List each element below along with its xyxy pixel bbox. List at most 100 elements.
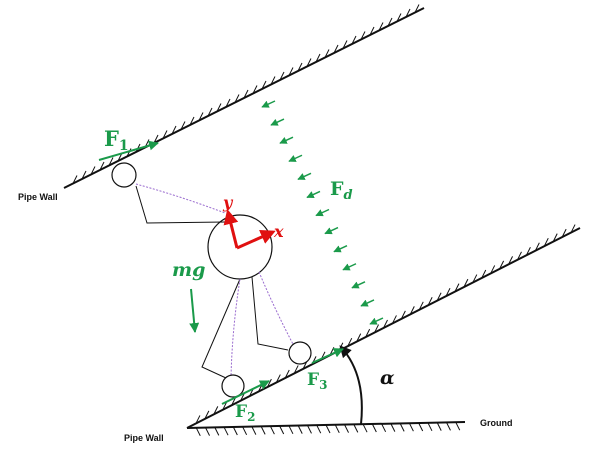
upper-wheel [111,162,137,188]
lower-right-arm [251,271,295,351]
upper-pipe-wall [63,4,425,189]
label-pipe-wall-upper: Pipe Wall [18,192,58,202]
hatch-mark [108,157,114,166]
hatch-mark [517,251,522,261]
hatch-mark [369,26,375,36]
drag-arrow [261,100,276,108]
hatch-mark [222,401,228,411]
hatch-mark [344,424,349,433]
drag-arrow [279,136,294,144]
hatch-mark [72,175,78,184]
hatch-mark [204,410,210,420]
label-pipe-wall-lower: Pipe Wall [124,433,164,443]
label-alpha: α [380,367,395,389]
hatch-mark [275,374,281,383]
hatch-mark [99,161,105,171]
hatch-mark [481,269,487,279]
hatch-mark [213,406,219,415]
ground-line [186,421,466,437]
hatch-mark [463,278,469,288]
hatch-mark [534,242,540,251]
y-axis-arrow [223,209,239,249]
hatch-mark [371,423,377,433]
drag-arrow [360,299,375,307]
hatch-mark [455,421,461,431]
hatch-mark [198,112,204,121]
hatch-mark [195,427,201,437]
hatch-mark [81,170,87,180]
hatch-mark [347,337,353,347]
hatch-mark [270,76,276,85]
hatch-mark [232,426,238,436]
hatch-mark [362,423,368,433]
hatch-mark [418,422,424,432]
hatch-mark [508,256,513,265]
drag-arrow [324,226,339,235]
hatch-mark [214,427,220,436]
hatch-mark [261,80,267,90]
hatch-mark [90,166,96,175]
hatch-mark [342,40,348,49]
hatch-mark [374,324,380,333]
force-f1-arrow [98,140,159,161]
drag-arrow [333,244,348,253]
drag-arrow [342,263,357,271]
hatch-mark [126,148,132,157]
hatch-mark [251,426,257,435]
hatch-mark [381,423,387,433]
hatch-mark [390,423,396,432]
hatch-mark [552,233,558,242]
hatch-mark [499,260,505,270]
hatch-mark [243,89,249,99]
hatch-mark [279,71,285,81]
hatch-mark [570,224,576,233]
hatch-mark [472,274,478,283]
hatch-mark [436,292,442,301]
hatch-mark [454,283,460,292]
hatch-mark [356,333,362,342]
hatch-mark [225,98,231,108]
hatch-mark [446,422,451,431]
label-mg: mg [172,259,205,281]
hatch-mark [436,422,442,431]
hatch-mark [297,425,303,434]
hatch-mark [360,31,366,40]
hatch-mark [445,287,451,297]
hatch-mark [297,62,303,72]
force-f2-arrow [221,380,270,405]
hatch-mark [269,425,275,435]
hatch-mark [316,424,322,434]
hatch-mark [334,424,340,434]
hatch-mark [408,422,414,432]
drag-arrow [270,118,285,126]
hatch-mark [333,44,339,54]
label-f2: F2 [235,402,255,424]
hatch-mark [252,85,258,94]
hatch-mark [288,67,294,76]
hatch-mark [315,53,321,63]
hatch-mark [543,237,549,247]
hatch-mark [365,328,371,338]
hatch-mark [353,424,359,433]
lower-left-wheel [221,374,245,398]
drag-arrow [369,317,384,325]
hatch-mark [427,297,433,306]
drag-arrow [297,172,312,181]
hatch-mark [490,265,496,274]
hatch-mark [288,425,294,435]
hatch-mark [205,427,210,436]
hatch-mark [279,425,285,435]
hatch-mark [351,35,357,45]
lower-pipe-wall [186,224,581,429]
hatch-mark [387,17,393,27]
hatch-mark [378,22,384,31]
x-axis-arrow [236,230,276,250]
hatch-mark [223,426,229,436]
alpha-angle-arc [339,345,363,425]
label-f1: F1 [104,126,129,154]
hatch-mark [324,49,330,58]
label-ground: Ground [480,418,513,428]
hatch-mark [242,426,248,436]
hatch-mark [162,130,168,139]
